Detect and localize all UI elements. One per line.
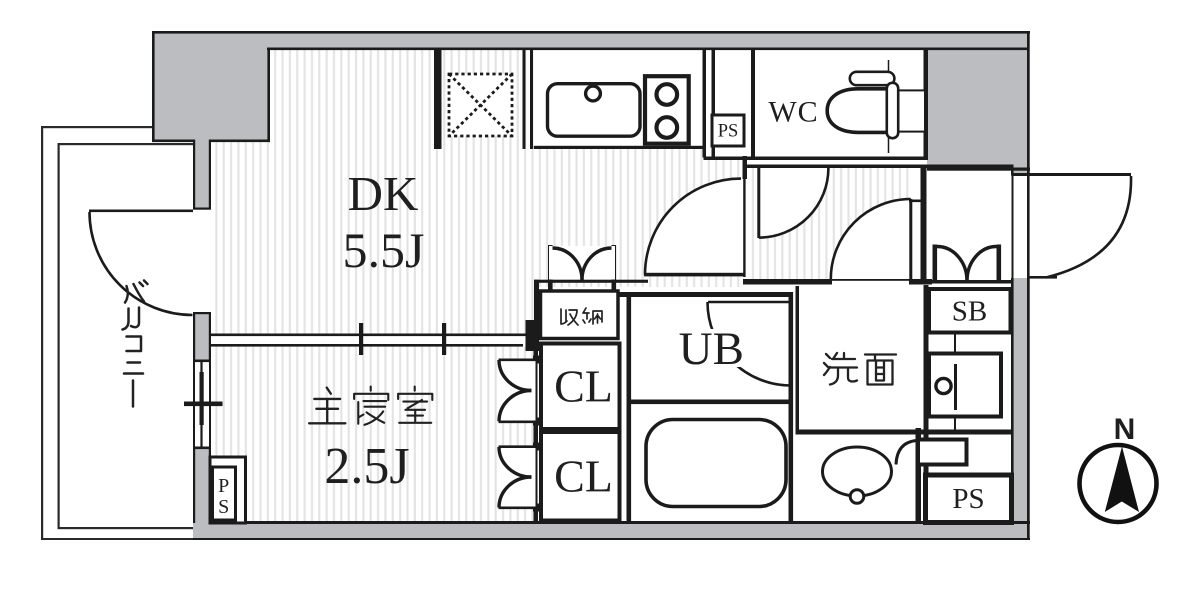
- svg-text:CL: CL: [554, 451, 613, 502]
- svg-text:5.5J: 5.5J: [343, 222, 425, 278]
- svg-text:WC: WC: [768, 96, 818, 129]
- svg-text:CL: CL: [554, 361, 613, 412]
- svg-text:SB: SB: [952, 296, 987, 328]
- svg-text:N: N: [1114, 413, 1136, 446]
- svg-text:P: P: [218, 475, 229, 497]
- svg-text:S: S: [218, 496, 229, 518]
- svg-text:PS: PS: [952, 483, 984, 515]
- svg-text:PS: PS: [718, 122, 739, 142]
- svg-text:UB: UB: [679, 323, 744, 375]
- svg-text:2.5J: 2.5J: [324, 438, 409, 495]
- svg-text:DK: DK: [348, 166, 419, 221]
